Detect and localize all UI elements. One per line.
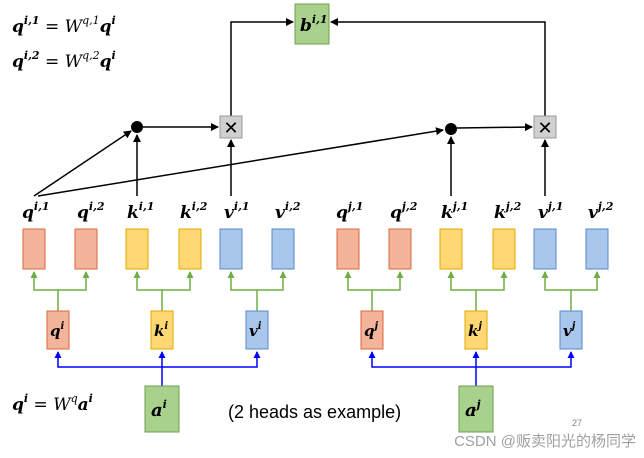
- box-v-i1: [219, 228, 243, 270]
- head-label-k-j2: kj,2: [494, 200, 522, 223]
- box-k-i1: [125, 228, 149, 270]
- mid-label-v-j: vj: [563, 321, 576, 340]
- equation-q-i1: qi,1 = Wq,1qi: [12, 14, 116, 37]
- head-label-k-i1: ki,1: [127, 200, 154, 223]
- box-q-j2: [388, 228, 412, 270]
- output-b-label: bi,1: [300, 13, 328, 36]
- box-q-j1: [336, 228, 360, 270]
- head-label-q-i1: qi,1: [22, 200, 50, 223]
- head-label-v-j1: vj,1: [538, 200, 563, 223]
- box-q-j: [360, 310, 384, 350]
- head-label-q-i2: qi,2: [77, 200, 105, 223]
- multiply-box-2: [533, 115, 557, 139]
- equation-q-i: qi = Wqai: [12, 392, 93, 415]
- slide-number: 27: [572, 418, 582, 428]
- mid-boxes-j: qj kj vj: [360, 310, 583, 350]
- box-q-i: [46, 310, 70, 350]
- head-label-q-j2: qj,2: [390, 200, 418, 223]
- blue-connectors-j: [368, 351, 575, 386]
- box-q-i1: [22, 228, 46, 270]
- mid-label-v-i: vi: [249, 321, 262, 340]
- input-label-a-j: aj: [465, 398, 481, 421]
- input-box-a-i: [144, 385, 180, 433]
- box-k-j1: [439, 228, 463, 270]
- head-boxes-i: [22, 228, 295, 270]
- dot-product-node-2: [445, 123, 457, 135]
- head-boxes-j: [336, 228, 609, 270]
- arrow-qi1-to-dot2: [37, 127, 444, 197]
- blue-connectors-i: [54, 351, 261, 386]
- multiply-icon-1: ✕: [223, 118, 238, 139]
- box-v-j2: [585, 228, 609, 270]
- arrow-multiply2-to-b: [330, 18, 546, 116]
- dot-product-node-1: [131, 121, 143, 133]
- mid-label-k-j: kj: [468, 321, 482, 340]
- output-b-box: [294, 3, 330, 45]
- multiply-icon-2: ✕: [537, 118, 552, 139]
- mid-label-k-i: ki: [154, 321, 168, 340]
- box-v-i2: [271, 228, 295, 270]
- caption-text: (2 heads as example): [228, 402, 401, 422]
- head-label-k-i2: ki,2: [180, 200, 208, 223]
- multiply-box-1: [219, 115, 243, 139]
- box-k-i2: [178, 228, 202, 270]
- equation-q-i2: qi,2 = Wq,2qi: [12, 49, 116, 72]
- mid-boxes-i: qi ki vi: [46, 310, 269, 350]
- head-label-k-j1: kj,1: [441, 200, 468, 223]
- box-v-j: [559, 310, 583, 350]
- arrow-qi1-to-dot1: [33, 130, 132, 197]
- box-k-j2: [492, 228, 516, 270]
- arrow-multiply1-to-b: [230, 18, 294, 116]
- green-connectors-i: [30, 271, 287, 311]
- input-label-a-i: ai: [151, 398, 167, 421]
- box-k-j: [464, 310, 488, 350]
- head-label-q-j1: qj,1: [336, 200, 363, 223]
- head-label-v-i1: vi,1: [224, 200, 250, 223]
- watermark-text: CSDN @贩卖阳光的杨同学: [454, 433, 636, 450]
- box-v-j1: [533, 228, 557, 270]
- box-q-i2: [74, 228, 98, 270]
- input-box-a-j: [458, 385, 494, 433]
- head-label-v-j2: vj,2: [588, 200, 614, 223]
- mid-label-q-j: qj: [364, 321, 379, 340]
- box-k-i: [150, 310, 174, 350]
- box-v-i: [245, 310, 269, 350]
- head-label-v-i2: vi,2: [275, 200, 301, 223]
- mid-label-q-i: qi: [50, 321, 65, 340]
- arrow-dot2-to-multiply2: [456, 123, 533, 132]
- head-labels-j: qj,1 qj,2 kj,1 kj,2 vj,1 vj,2: [336, 200, 614, 223]
- head-labels-i: qi,1 qi,2 ki,1 ki,2 vi,1 vi,2: [22, 200, 301, 223]
- green-connectors-j: [344, 271, 601, 311]
